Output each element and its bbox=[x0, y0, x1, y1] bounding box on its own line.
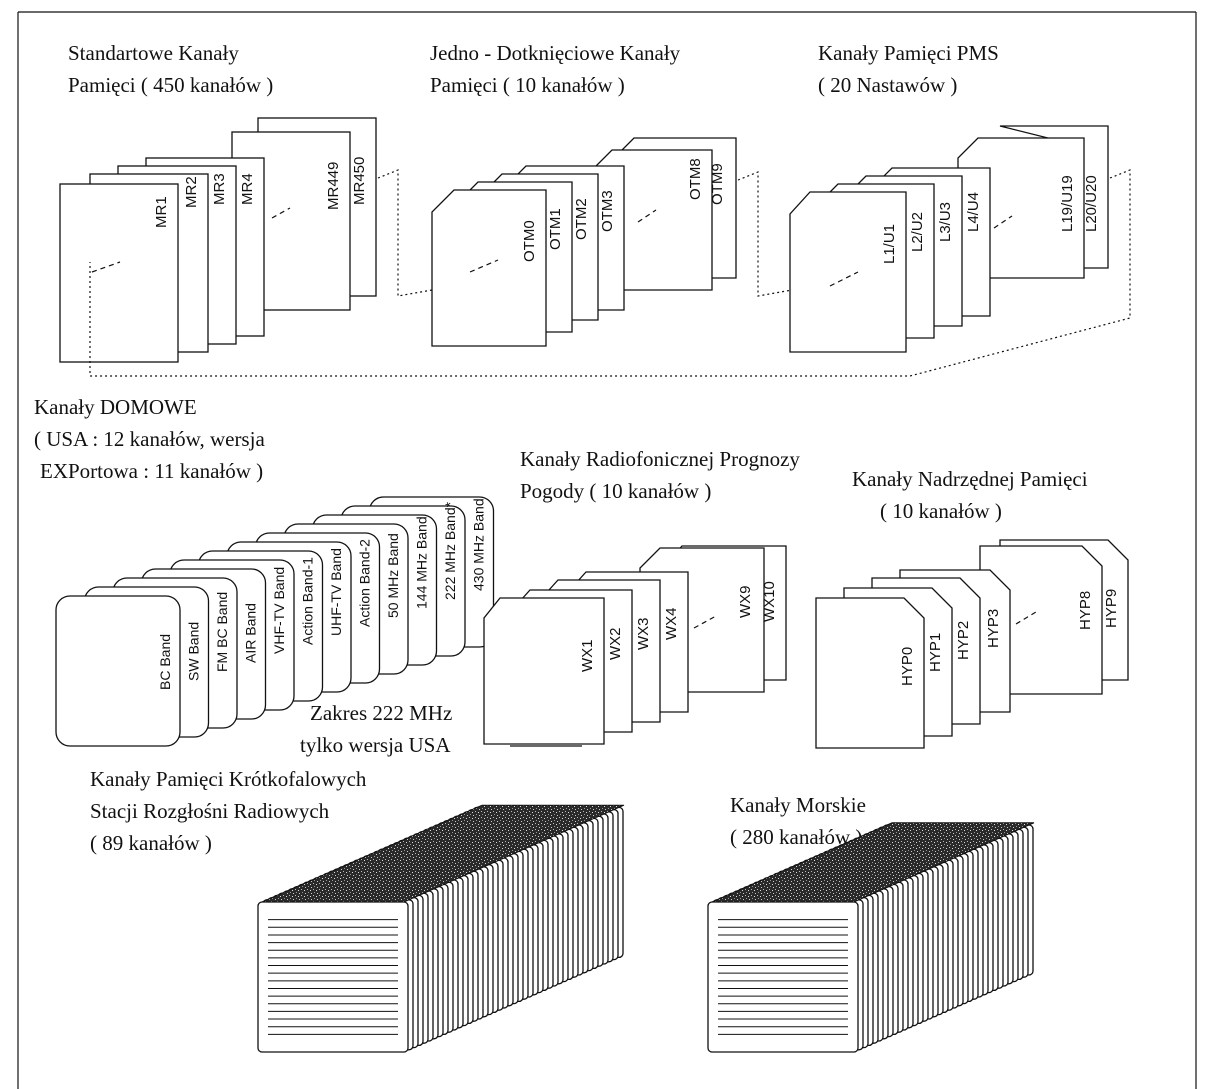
home-card-label-3: AIR Band bbox=[243, 603, 259, 663]
home-card-label-1: SW Band bbox=[186, 622, 202, 681]
label-otm2: OTM2 bbox=[573, 198, 590, 240]
label-otm0: OTM0 bbox=[521, 220, 538, 262]
home-caption-line-1: Kanały DOMOWE bbox=[34, 395, 197, 419]
marine-caption-line-1: Kanały Morskie bbox=[730, 793, 866, 817]
label-wx9: WX9 bbox=[737, 585, 754, 618]
label-otm9: OTM9 bbox=[709, 163, 726, 205]
label-mr450: MR450 bbox=[351, 157, 368, 205]
home-card-label-11: 430 MHz Band bbox=[471, 498, 487, 591]
home-caption-line-3: EXPortowa : 11 kanałów ) bbox=[40, 459, 263, 483]
shortwave-caption-line-1: Kanały Pamięci Krótkofalowych bbox=[90, 767, 367, 791]
label-wx1: WX1 bbox=[579, 639, 596, 672]
weather-caption-line-2: Pogody ( 10 kanałów ) bbox=[520, 479, 711, 503]
card-l1u1 bbox=[790, 192, 906, 352]
label-hyp3: HYP3 bbox=[985, 609, 1002, 648]
label-l2u2: L2/U2 bbox=[909, 212, 926, 252]
home-card-label-7: Action Band-2 bbox=[357, 539, 373, 627]
label-hyp9: HYP9 bbox=[1103, 589, 1120, 628]
label-mr4: MR4 bbox=[239, 173, 256, 205]
label-mr2: MR2 bbox=[183, 176, 200, 208]
one-touch-caption-line-1: Jedno - Dotknięciowe Kanały bbox=[430, 41, 681, 65]
shortwave-layer-0 bbox=[258, 902, 408, 1052]
home-caption-line-2: ( USA : 12 kanałów, wersja bbox=[34, 427, 265, 451]
label-hyp1: HYP1 bbox=[927, 633, 944, 672]
home-card-label-5: Action Band-1 bbox=[300, 557, 316, 645]
home-note-line-1: Zakres 222 MHz bbox=[310, 701, 452, 725]
pms-caption-line-1: Kanały Pamięci PMS bbox=[818, 41, 999, 65]
label-wx3: WX3 bbox=[635, 617, 652, 650]
standard-channels-group: Standartowe Kanały Pamięci ( 450 kanałów… bbox=[60, 41, 376, 362]
marine-channels-group: Kanały Morskie ( 280 kanałów ) bbox=[708, 793, 1034, 1052]
hyper-channels-group: Kanały Nadrzędnej Pamięci ( 10 kanałów )… bbox=[816, 467, 1128, 748]
label-otm1: OTM1 bbox=[547, 208, 564, 250]
marine-layer-0 bbox=[708, 902, 858, 1052]
weather-channels-group: Kanały Radiofonicznej Prognozy Pogody ( … bbox=[484, 447, 800, 744]
label-wx10: WX10 bbox=[761, 581, 778, 622]
home-card-label-6: UHF-TV Band bbox=[328, 548, 344, 636]
home-card-label-10: 222 MHz Band* bbox=[442, 501, 458, 600]
label-otm3: OTM3 bbox=[599, 190, 616, 232]
hyper-caption-line-1: Kanały Nadrzędnej Pamięci bbox=[852, 467, 1088, 491]
standard-caption-line-2: Pamięci ( 450 kanałów ) bbox=[68, 73, 273, 97]
one-touch-channels-group: Jedno - Dotknięciowe Kanały Pamięci ( 10… bbox=[430, 41, 736, 346]
standard-caption-line-1: Standartowe Kanały bbox=[68, 41, 239, 65]
label-hyp2: HYP2 bbox=[955, 621, 972, 660]
pms-caption-line-2: ( 20 Nastawów ) bbox=[818, 73, 957, 97]
label-otm8: OTM8 bbox=[687, 158, 704, 200]
marine-card-block bbox=[708, 823, 1034, 1052]
label-l19u19: L19/U19 bbox=[1059, 175, 1076, 232]
shortwave-caption-line-3: ( 89 kanałów ) bbox=[90, 831, 212, 855]
hyper-caption-line-2: ( 10 kanałów ) bbox=[880, 499, 1002, 523]
label-hyp8: HYP8 bbox=[1077, 591, 1094, 630]
shortwave-caption-line-2: Stacji Rozgłośni Radiowych bbox=[90, 799, 330, 823]
pms-channels-group: Kanały Pamięci PMS ( 20 Nastawów ) L20/U… bbox=[790, 41, 1108, 352]
label-l3u3: L3/U3 bbox=[937, 202, 954, 242]
weather-caption-line-1: Kanały Radiofonicznej Prognozy bbox=[520, 447, 800, 471]
label-l20u20: L20/U20 bbox=[1083, 175, 1100, 232]
one-touch-caption-line-2: Pamięci ( 10 kanałów ) bbox=[430, 73, 625, 97]
home-card-label-4: VHF-TV Band bbox=[271, 567, 287, 654]
shortwave-card-block bbox=[258, 805, 624, 1052]
shortwave-channels-group: Kanały Pamięci Krótkofalowych Stacji Roz… bbox=[90, 767, 624, 1052]
home-card-label-8: 50 MHz Band bbox=[385, 533, 401, 618]
label-mr1: MR1 bbox=[153, 196, 170, 228]
label-wx4: WX4 bbox=[663, 607, 680, 640]
label-mr449: MR449 bbox=[325, 162, 342, 210]
label-mr3: MR3 bbox=[211, 173, 228, 205]
home-note-line-2: tylko wersja USA bbox=[300, 733, 451, 757]
label-hyp0: HYP0 bbox=[899, 647, 916, 686]
label-l1u1: L1/U1 bbox=[881, 224, 898, 264]
home-card-label-2: FM BC Band bbox=[214, 592, 230, 672]
home-card-label-9: 144 MHz Band bbox=[414, 516, 430, 609]
home-card-label-0: BC Band bbox=[157, 634, 173, 690]
label-wx2: WX2 bbox=[607, 627, 624, 660]
card-otm0 bbox=[432, 190, 546, 346]
label-l4u4: L4/U4 bbox=[965, 192, 982, 232]
